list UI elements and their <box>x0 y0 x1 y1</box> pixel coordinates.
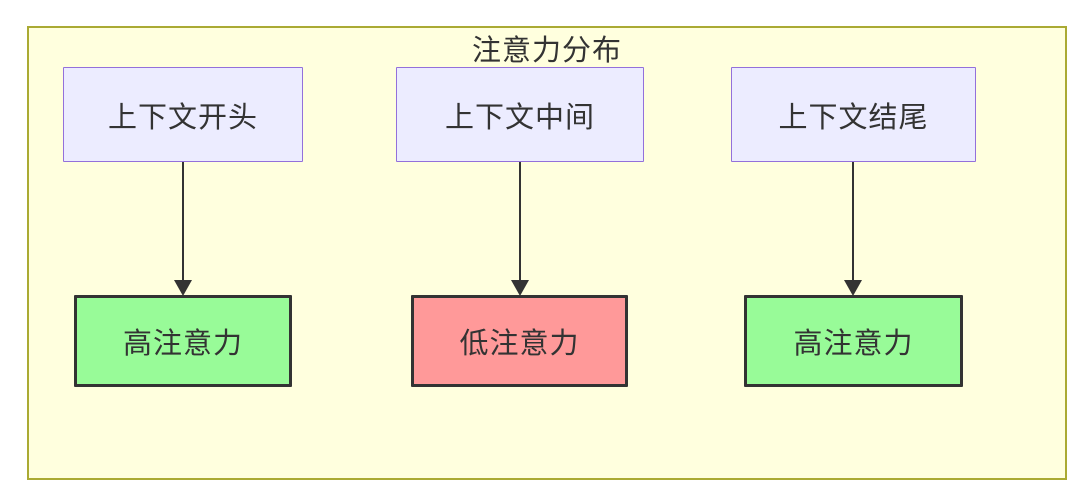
arrow-line <box>182 162 184 282</box>
node-context-start: 上下文开头 <box>63 67 303 162</box>
node-low-attention: 低注意力 <box>411 295 628 387</box>
arrow-down-icon <box>174 280 192 296</box>
diagram-title: 注意力分布 <box>471 35 622 67</box>
node-high-attention-1: 高注意力 <box>74 295 292 387</box>
node-high-attention-2: 高注意力 <box>744 295 963 387</box>
arrow-line <box>519 162 521 282</box>
node-context-middle: 上下文中间 <box>396 67 644 162</box>
arrow-down-icon <box>844 280 862 296</box>
node-context-end: 上下文结尾 <box>731 67 976 162</box>
arrow-line <box>852 162 854 282</box>
arrow-down-icon <box>511 280 529 296</box>
